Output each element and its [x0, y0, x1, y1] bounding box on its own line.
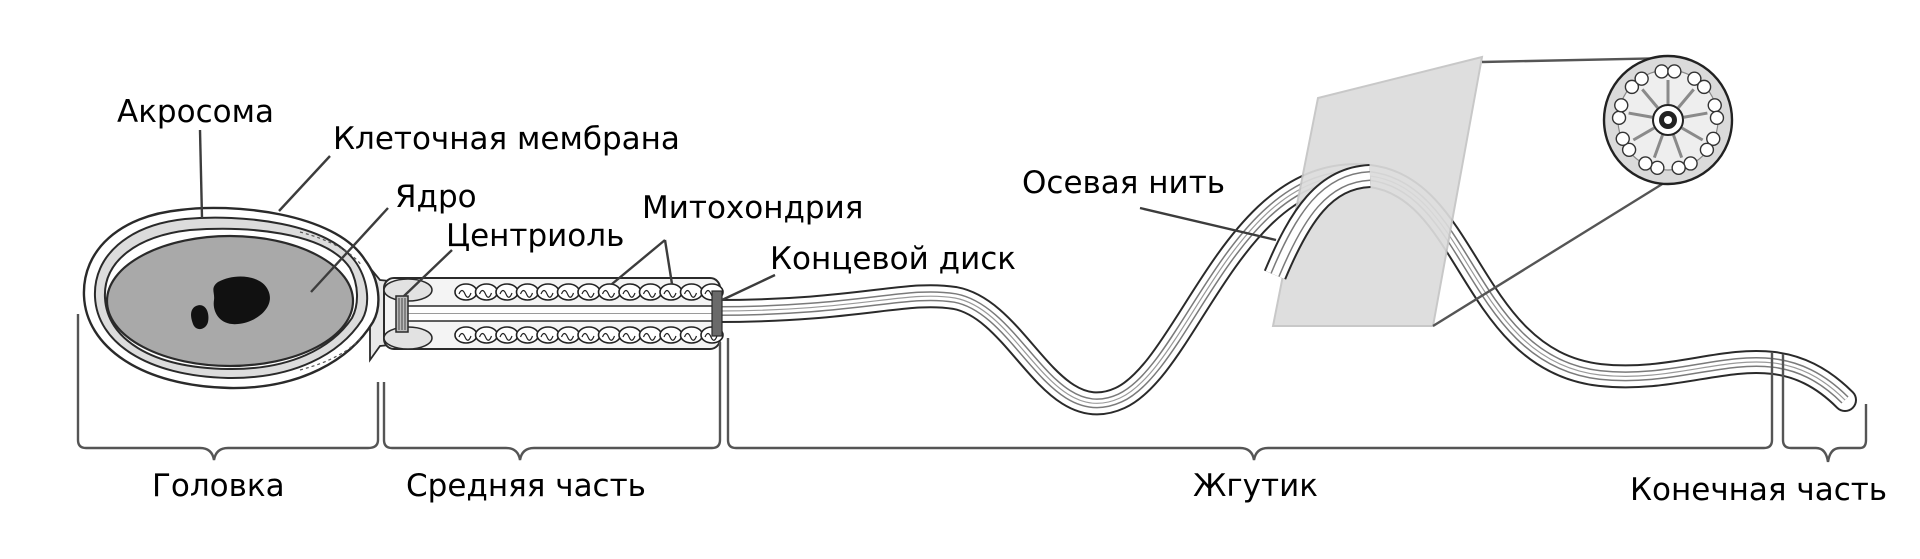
- axoneme-doublet: [1687, 71, 1702, 86]
- axoneme-doublet: [1654, 64, 1669, 79]
- mitochondrion: [495, 283, 519, 301]
- axoneme-doublet: [1667, 64, 1682, 79]
- label-end-disc: Концевой диск: [770, 241, 1016, 277]
- brace-head: [76, 314, 380, 461]
- mitochondrion: [679, 326, 704, 344]
- axoneme-doublet: [1624, 79, 1640, 95]
- leader-centriole: [403, 249, 453, 297]
- nucleolus-small: [191, 305, 209, 330]
- mitochondrion: [474, 326, 499, 344]
- axoneme-cross-section: [1602, 54, 1734, 186]
- sperm-head: [82, 206, 380, 390]
- leader-axial-filament: [1139, 206, 1277, 242]
- mitochondrion: [638, 326, 663, 344]
- mitochondrion: [556, 326, 581, 344]
- axoneme-spoke: [1677, 88, 1695, 109]
- mitochondrion: [515, 283, 540, 301]
- leader-lines: [198, 129, 1277, 302]
- midpiece-body: [369, 265, 724, 363]
- axoneme-spoke: [1683, 111, 1708, 119]
- mitochondrion: [454, 283, 478, 301]
- mitochondrion: [474, 283, 499, 301]
- axoneme-doublet: [1683, 156, 1698, 171]
- label-midpiece: Средняя часть: [406, 468, 646, 504]
- mitochondrion: [515, 326, 540, 344]
- axoneme-doublet: [1699, 142, 1715, 157]
- leader-cell-membrane: [278, 155, 331, 212]
- axoneme-doublet: [1634, 71, 1649, 86]
- axoneme-doublet: [1614, 98, 1629, 113]
- cross-section-plane: [1271, 55, 1484, 327]
- mitochondrion: [659, 283, 683, 301]
- mitochondrion: [536, 283, 560, 301]
- mitochondrion: [597, 283, 622, 301]
- label-flagellum: Жгутик: [1193, 468, 1318, 504]
- axoneme-spoke: [1652, 134, 1664, 159]
- brace-flagellum: [726, 338, 1774, 461]
- axoneme-spoke: [1641, 88, 1659, 109]
- axoneme-doublet: [1621, 142, 1637, 157]
- axoneme-spoke: [1681, 126, 1704, 142]
- label-end-piece: Конечная часть: [1630, 472, 1887, 508]
- axoneme-doublet: [1638, 156, 1653, 171]
- nucleolus: [213, 276, 270, 325]
- leader-mitochondria-left: [611, 239, 666, 285]
- mitochondrion: [454, 326, 478, 344]
- axoneme-doublet: [1671, 160, 1686, 176]
- axoneme-doublet: [1707, 98, 1722, 113]
- flagellum-tail: [704, 163, 1857, 416]
- label-axial-filament: Осевая нить: [1022, 165, 1225, 201]
- axoneme-spoke: [1628, 111, 1653, 119]
- mitochondrion: [618, 283, 642, 301]
- axoneme-doublet: [1709, 110, 1725, 126]
- label-mitochondria: Митохондрия: [642, 190, 863, 226]
- leader-acrosome: [198, 129, 204, 219]
- brace-end-piece: [1781, 354, 1868, 463]
- label-acrosome: Акросома: [117, 94, 274, 130]
- mitochondrion: [577, 326, 601, 344]
- label-cell-membrane: Клеточная мембрана: [333, 121, 680, 157]
- axoneme-spoke: [1632, 126, 1655, 142]
- mitochondrion: [495, 326, 519, 344]
- mitochondrion: [618, 326, 642, 344]
- brace-midpiece: [382, 342, 722, 461]
- mitochondrion: [577, 283, 601, 301]
- label-centriole: Центриоль: [446, 218, 624, 254]
- mitochondrion: [536, 326, 560, 344]
- mitochondrion: [597, 326, 622, 344]
- leader-nucleus: [310, 207, 389, 293]
- end-disc: [711, 290, 723, 337]
- axoneme-doublet: [1611, 110, 1627, 126]
- axoneme-doublet: [1650, 160, 1665, 176]
- axoneme-spoke: [1672, 134, 1684, 159]
- mitochondrion: [556, 283, 581, 301]
- mitochondrion: [659, 326, 683, 344]
- leader-end-disc: [721, 273, 776, 302]
- mitochondrion: [638, 283, 663, 301]
- label-head: Головка: [152, 468, 285, 504]
- axoneme-doublet: [1706, 131, 1721, 146]
- axoneme-doublet: [1696, 79, 1712, 95]
- mitochondrion: [679, 283, 704, 301]
- section-braces: [76, 314, 1868, 463]
- leader-mitochondria-right: [663, 239, 674, 285]
- projection-line-top: [1481, 56, 1673, 64]
- label-nucleus: Ядро: [395, 179, 477, 215]
- projection-line-bottom: [1432, 176, 1673, 328]
- axoneme-doublet: [1615, 131, 1630, 146]
